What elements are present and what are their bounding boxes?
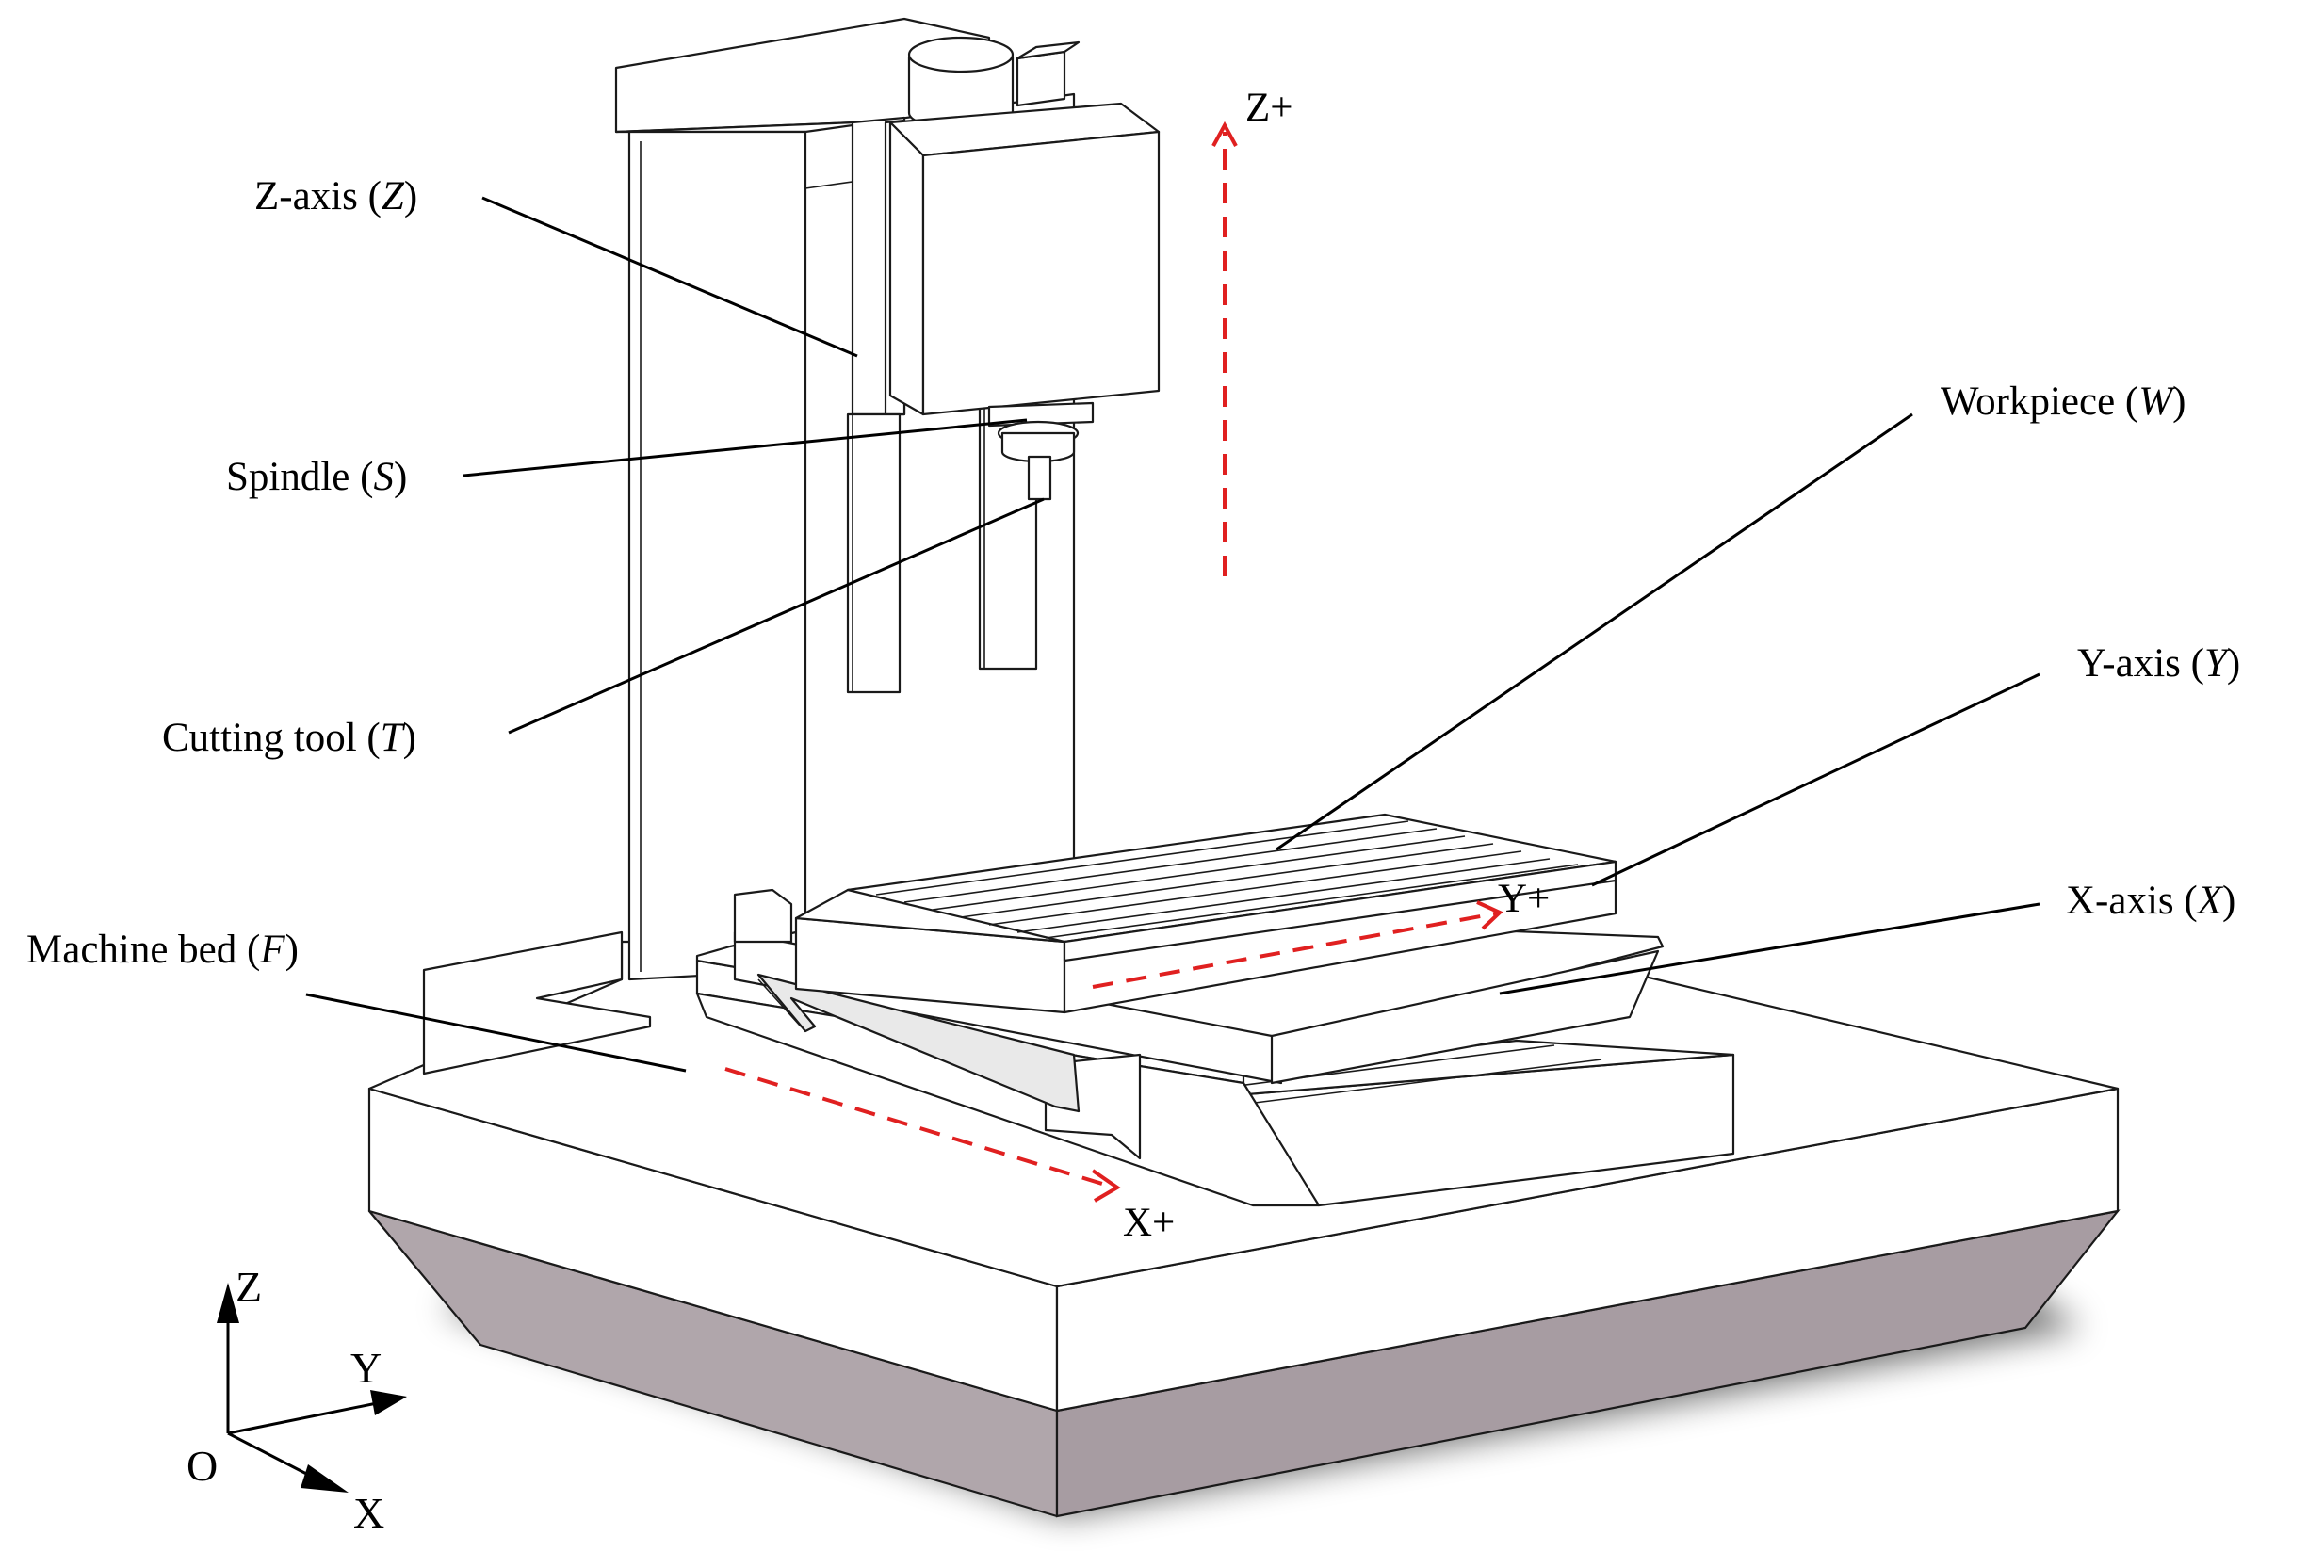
z-plus-label: Z+: [1245, 86, 1293, 130]
spindle-head: [888, 36, 1161, 501]
spindle-label: Spindle (S): [226, 455, 407, 499]
spindle-leader: [463, 418, 1028, 477]
cutting-tool-leader: [508, 497, 1045, 735]
x-axis-leader: [1499, 902, 2040, 995]
workpiece: [846, 813, 1617, 962]
cutting-tool-label: Cutting tool (T): [162, 716, 416, 760]
y-axis-label: Y-axis (Y): [2077, 641, 2240, 686]
y-plus-arrowhead: [1476, 900, 1503, 930]
z-axis-leader: [481, 196, 858, 358]
triad-z-label: Z: [236, 1263, 262, 1311]
triad-y-axis-line: [227, 1401, 378, 1435]
triad-x-label: X: [353, 1489, 384, 1537]
workpiece-leader: [1276, 412, 1913, 851]
z-plus-arrowhead: [1211, 121, 1238, 147]
triad-y-arrowhead: [370, 1390, 407, 1415]
y-axis-leader: [1591, 672, 2040, 887]
coordinate-triad: O Z Y X: [187, 1263, 407, 1537]
triad-x-arrowhead: [301, 1464, 349, 1493]
machine-bed-leader: [305, 993, 687, 1073]
y-plus-arrow: [1092, 912, 1497, 989]
triad-origin-label: O: [187, 1442, 218, 1490]
triad-x-axis-line: [227, 1431, 317, 1480]
x-plus-arrowhead: [1091, 1169, 1121, 1203]
y-plus-label: Y+: [1498, 877, 1550, 921]
z-axis-label: Z-axis (Z): [254, 174, 417, 218]
direction-labels: Z+ Y+ X+: [1123, 86, 1550, 1245]
x-axis-label: X-axis (X): [2066, 879, 2235, 923]
triad-y-label: Y: [350, 1344, 382, 1392]
triad-z-arrowhead: [217, 1283, 239, 1323]
leader-lines: [305, 196, 2040, 1073]
x-plus-label: X+: [1123, 1201, 1175, 1245]
component-labels: Z-axis (Z) Spindle (S) Cutting tool (T) …: [26, 174, 2240, 972]
machine-bed-label: Machine bed (F): [26, 928, 299, 972]
direction-arrows: [724, 121, 1503, 1203]
workpiece-label: Workpiece (W): [1941, 380, 2186, 424]
